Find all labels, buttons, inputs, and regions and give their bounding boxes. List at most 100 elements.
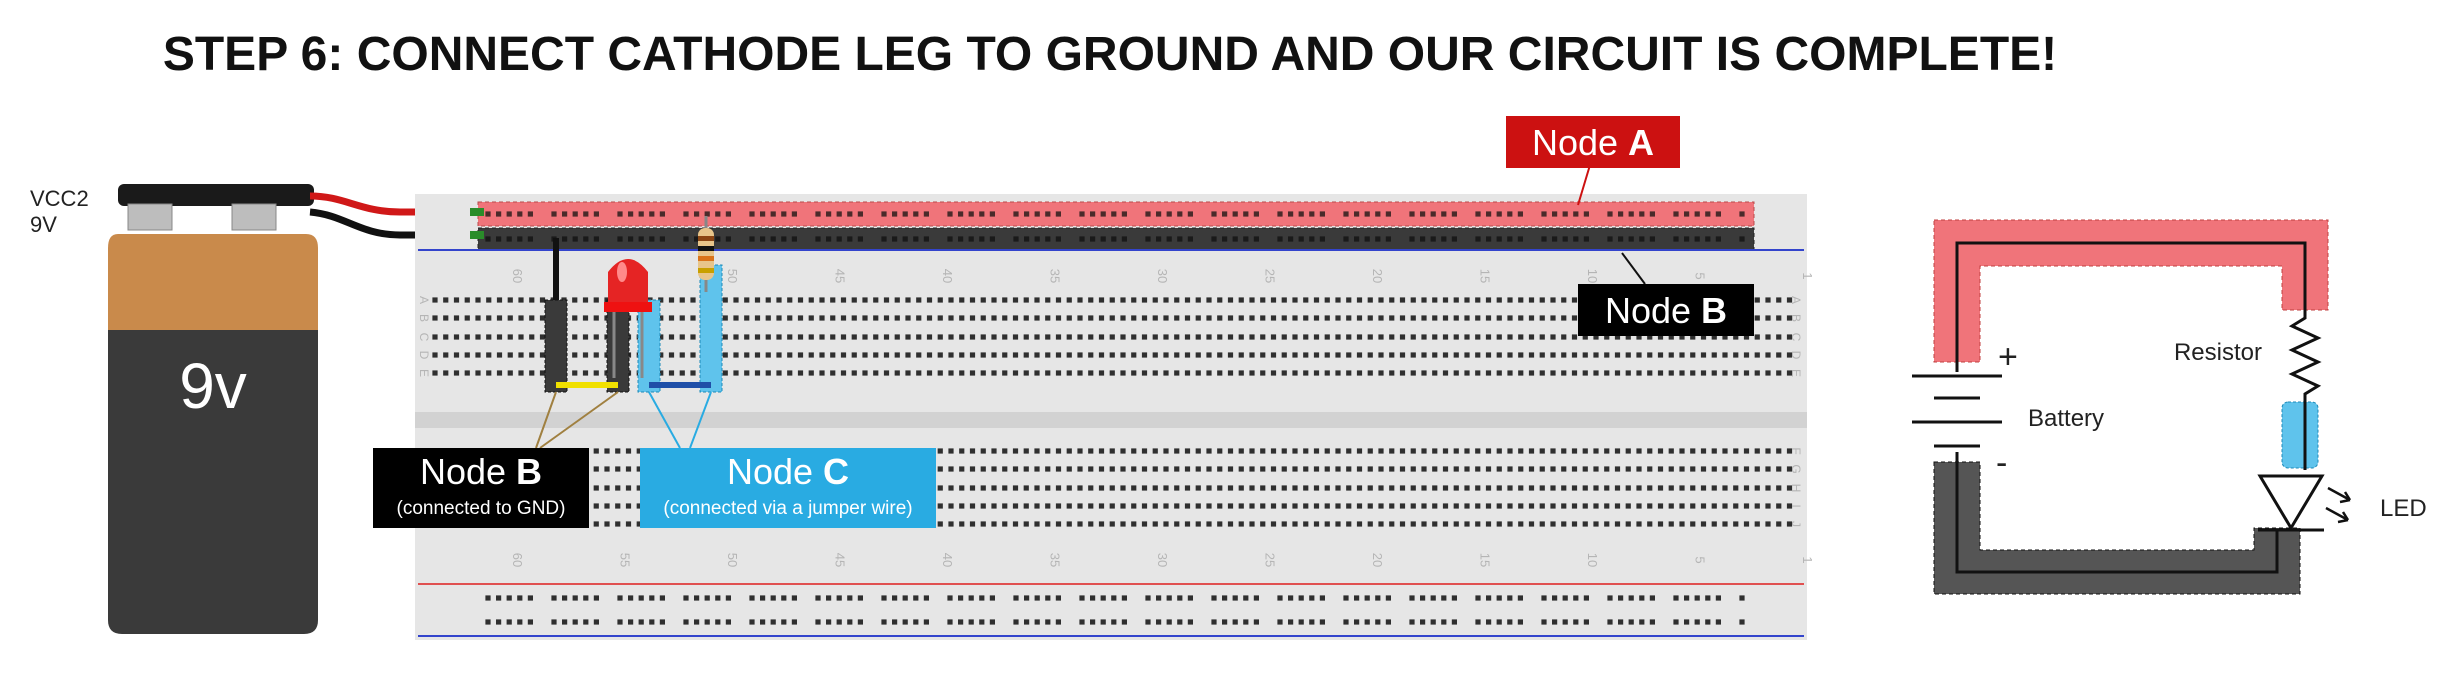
rail-hole [1430,211,1436,217]
terminal-hole [529,297,535,303]
terminal-hole [1625,503,1631,509]
rail-hole [902,619,908,625]
terminal-hole [1217,297,1223,303]
resistor-band-3 [698,256,714,261]
rail-hole [749,595,755,601]
terminal-hole [1776,485,1782,491]
terminal-hole [1217,315,1223,321]
terminal-hole [1657,448,1664,454]
terminal-hole [1765,352,1771,358]
terminal-hole [1324,370,1330,376]
terminal-hole [776,370,782,376]
terminal-hole [615,521,621,527]
terminal-hole [443,334,449,340]
terminal-hole [518,370,524,376]
terminal-hole [1743,503,1750,509]
rail-hole [892,595,898,601]
rail-hole [923,595,929,601]
terminal-hole [808,315,814,321]
terminal-hole [453,297,460,303]
terminal-hole [1593,352,1599,358]
rail-hole [1156,211,1162,217]
led-triangle [2257,474,2325,531]
terminal-hole [1496,297,1502,303]
terminal-hole [1496,466,1502,472]
terminal-hole [1389,521,1395,527]
rail-hole [1573,619,1579,625]
terminal-hole [1700,485,1707,491]
rail-hole [1079,595,1085,601]
rail-hole [572,619,578,625]
terminal-hole [744,315,750,321]
terminal-hole [969,466,976,472]
terminal-hole [765,315,771,321]
terminal-hole [1292,334,1298,340]
terminal-hole [1227,466,1234,472]
terminal-hole [1109,352,1115,358]
terminal-hole [948,370,954,376]
rail-hole [1100,236,1106,242]
terminal-hole [1163,448,1169,454]
terminal-hole [1184,334,1191,340]
terminal-hole [1496,315,1502,321]
terminal-hole [1550,521,1556,527]
rail-hole [1385,236,1391,242]
rail-hole [506,236,512,242]
terminal-hole [1249,315,1255,321]
rail-hole [1607,619,1613,625]
rail-hole [1618,619,1624,625]
terminal-hole [1496,370,1502,376]
terminal-hole [1023,503,1029,509]
terminal-hole [765,297,771,303]
terminal-hole [1045,352,1051,358]
rail-hole [1024,619,1030,625]
terminal-hole [1518,448,1524,454]
rail-hole [1739,595,1745,601]
terminal-hole [1593,521,1599,527]
terminal-hole [1356,334,1363,340]
terminal-hole [604,448,610,454]
terminal-hole [894,370,900,376]
terminal-hole [690,334,696,340]
terminal-hole [840,297,847,303]
terminal-hole [991,334,997,340]
terminal-hole [1421,521,1427,527]
terminal-hole [1238,297,1244,303]
terminal-hole [1152,334,1158,340]
terminal-hole [1346,448,1352,454]
terminal-hole [1163,466,1169,472]
rail-hole [1607,211,1613,217]
terminal-hole [959,485,965,491]
terminal-hole [1163,485,1169,491]
terminal-hole [1313,334,1320,340]
terminal-hole [475,334,481,340]
terminal-hole [1432,297,1438,303]
rail-hole [1441,619,1447,625]
rail-hole [1430,619,1436,625]
terminal-hole [754,334,761,340]
rail-hole [857,236,863,242]
terminal-hole [1292,448,1298,454]
rail-hole [826,211,832,217]
led-emission-arrow-1 [2327,486,2351,502]
terminal-hole [1045,370,1051,376]
rail-hole [1541,236,1547,242]
terminal-hole [1432,334,1438,340]
rail-hole [1298,595,1304,601]
terminal-hole [1657,352,1664,358]
terminal-hole [1453,370,1459,376]
terminal-hole [1346,521,1352,527]
terminal-hole [1582,503,1588,509]
rail-hole [1024,236,1030,242]
terminal-hole [1098,503,1105,509]
terminal-hole [1281,352,1287,358]
terminal-hole [744,297,750,303]
terminal-hole [1571,315,1578,321]
terminal-hole [1002,370,1008,376]
rail-hole [1187,236,1193,242]
rail-hole [1583,211,1589,217]
terminal-hole [1700,352,1707,358]
terminal-hole [453,352,460,358]
terminal-hole [1711,370,1717,376]
terminal-hole [1453,297,1459,303]
